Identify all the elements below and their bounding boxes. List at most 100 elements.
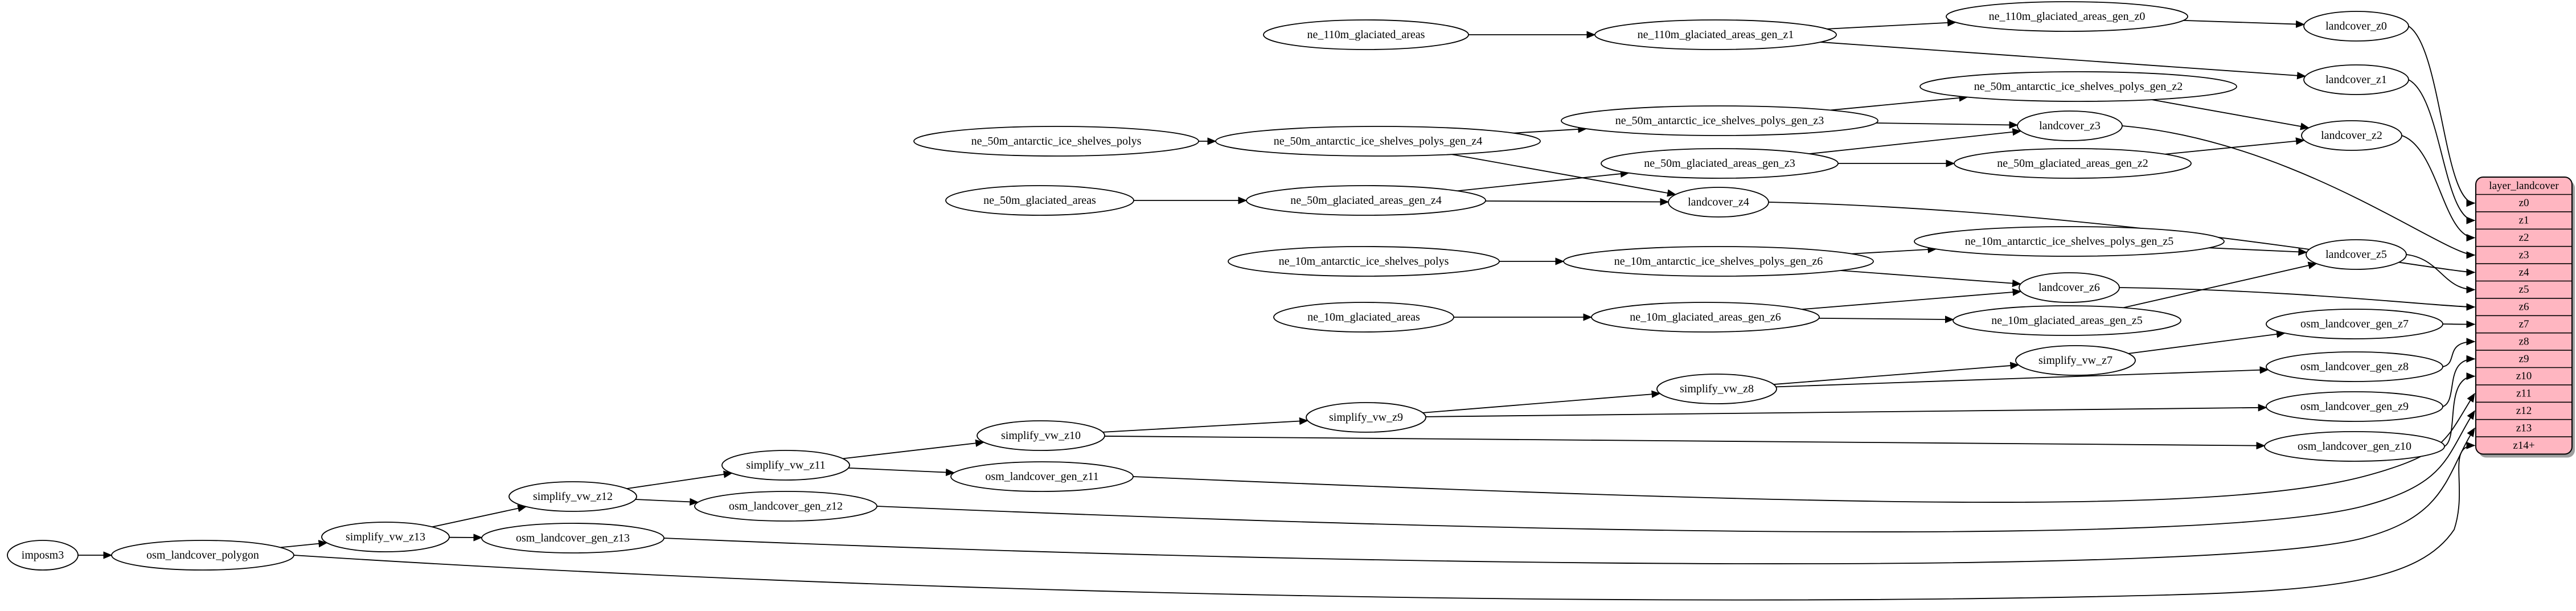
node-ne_50m_antarctic_ice_shelves_polys_gen_z3: ne_50m_antarctic_ice_shelves_polys_gen_z… (1561, 105, 1878, 136)
edge-landcover_z6-to-layer_landcover-z6 (2119, 287, 2476, 311)
table-layer-landcover: layer_landcover z0 z1 z2 z3 z4 z5 z6 z7 z8 z9 z10 z1… (2475, 177, 2575, 458)
node-landcover_z4: landcover_z4 (1668, 187, 1769, 218)
table-row-z4: z4 (2519, 266, 2529, 278)
edge-simplify_vw_z9-to-simplify_vw_z8 (1422, 390, 1661, 413)
edge-ne_10m_antarctic_ice_shelves_polys_gen_z5-to-landcover_z5 (2209, 247, 2308, 256)
table-row-z8: z8 (2519, 335, 2529, 347)
table-row-z3: z3 (2519, 249, 2529, 261)
node-ne_50m_antarctic_ice_shelves_polys: ne_50m_antarctic_ice_shelves_polys (913, 126, 1199, 157)
node-simplify_vw_z8: simplify_vw_z8 (1656, 374, 1777, 404)
node-simplify_vw_z12: simplify_vw_z12 (508, 481, 637, 512)
edge-ne_110m_glaciated_areas_gen_z1-to-ne_110m_glaciated_areas_gen_z0 (1827, 19, 1957, 30)
node-ne_50m_antarctic_ice_shelves_polys_gen_z2: ne_50m_antarctic_ice_shelves_polys_gen_z… (1919, 71, 2237, 102)
edge-osm_landcover_gen_z9-to-layer_landcover-z9 (2442, 355, 2476, 407)
edge-ne_50m_antarctic_ice_shelves_polys_gen_z2-to-landcover_z2 (2151, 99, 2310, 130)
table-row-label: z8 (2519, 335, 2529, 347)
table-row-label: z2 (2519, 232, 2529, 244)
node-landcover_z3: landcover_z3 (2017, 110, 2123, 141)
node-simplify_vw_z7: simplify_vw_z7 (2015, 345, 2136, 376)
node-osm_landcover_gen_z9: osm_landcover_gen_z9 (2266, 391, 2443, 422)
edge-simplify_vw_z11-to-simplify_vw_z10 (843, 439, 985, 460)
table-row-label: z14+ (2513, 440, 2534, 452)
edge-ne_50m_glaciated_areas_gen_z2-to-landcover_z2 (2165, 137, 2305, 155)
table-row-z9: z9 (2519, 353, 2529, 365)
node-osm_landcover_gen_z10: osm_landcover_gen_z10 (2264, 431, 2445, 462)
edge-ne_50m_antarctic_ice_shelves_polys_gen_z3-to-ne_50m_antarctic_ice_shelves_polys_gen_z2 (1830, 94, 1968, 111)
edge-landcover_z3-to-layer_landcover-z3 (2122, 125, 2476, 259)
node-simplify_vw_z13: simplify_vw_z13 (321, 522, 450, 552)
edge-landcover_z5-to-layer_landcover-z5 (2406, 254, 2476, 294)
edge-ne_50m_glaciated_areas_gen_z4-to-landcover_z4 (1485, 198, 1670, 206)
edge-landcover_z4-to-layer_landcover-z4 (1768, 202, 2476, 276)
table-title: layer_landcover (2489, 180, 2559, 192)
node-landcover_z5: landcover_z5 (2306, 239, 2407, 270)
edge-osm_landcover_gen_z13-to-layer_landcover-z13 (663, 427, 2475, 564)
node-osm_landcover_gen_z11: osm_landcover_gen_z11 (950, 461, 1134, 492)
edge-osm_landcover_gen_z7-to-layer_landcover-z7 (2442, 320, 2476, 329)
edge-ne_10m_glaciated_areas_gen_z5-to-landcover_z5 (2123, 261, 2317, 309)
node-landcover_z2: landcover_z2 (2301, 120, 2402, 151)
edge-simplify_vw_z9-to-osm_landcover_gen_z9 (1425, 404, 2267, 417)
table-row-z0: z0 (2519, 197, 2529, 209)
table-row-z12: z12 (2516, 405, 2532, 417)
edge-ne_50m_antarctic_ice_shelves_polys_gen_z4-to-ne_50m_antarctic_ice_shelves_polys_gen_z3 (1513, 125, 1588, 134)
node-osm_landcover_gen_z7: osm_landcover_gen_z7 (2266, 309, 2443, 339)
node-simplify_vw_z11: simplify_vw_z11 (721, 450, 850, 481)
table-row-z1: z1 (2519, 215, 2529, 227)
table-row-z11: z11 (2516, 388, 2532, 400)
table-row-label: z10 (2516, 370, 2532, 382)
node-ne_50m_glaciated_areas: ne_50m_glaciated_areas (945, 185, 1134, 216)
table-row-label: z12 (2516, 405, 2532, 417)
edge-simplify_vw_z12-to-osm_landcover_gen_z12 (635, 498, 699, 506)
node-ne_50m_glaciated_areas_gen_z2: ne_50m_glaciated_areas_gen_z2 (1954, 148, 2192, 179)
table-row-z6: z6 (2519, 301, 2529, 313)
table-row-label: z0 (2519, 197, 2529, 209)
table-row-label: z3 (2519, 249, 2529, 261)
node-landcover_z1: landcover_z1 (2303, 64, 2409, 95)
edge-ne_10m_antarctic_ice_shelves_polys_gen_z6-to-ne_10m_antarctic_ice_shelves_polys_gen_z5 (1851, 245, 1937, 255)
table-row-z7: z7 (2519, 318, 2529, 330)
table-row-z2: z2 (2519, 232, 2529, 244)
table-row-label: z1 (2519, 215, 2529, 227)
table-row-label: z4 (2519, 266, 2529, 278)
table-row-label: z13 (2516, 422, 2532, 434)
edge-simplify_vw_z8-to-simplify_vw_z7 (1773, 362, 2020, 385)
nodes: imposm3 osm_landcover_polygon simplify_vw_… (7, 1, 2445, 571)
node-imposm3: imposm3 (7, 540, 79, 571)
edge-ne_10m_glaciated_areas_gen_z6-to-landcover_z6 (1802, 288, 2022, 310)
node-osm_landcover_polygon: osm_landcover_polygon (111, 540, 294, 571)
edge-ne_110m_glaciated_areas_gen_z1-to-landcover_z1 (1820, 42, 2307, 80)
node-ne_10m_glaciated_areas: ne_10m_glaciated_areas (1273, 302, 1454, 333)
node-simplify_vw_z10: simplify_vw_z10 (977, 420, 1105, 451)
edge-osm_landcover_gen_z12-to-layer_landcover-z12 (876, 410, 2475, 532)
edge-simplify_vw_z13-to-simplify_vw_z12 (432, 505, 527, 528)
edge-ne_50m_antarctic_ice_shelves_polys_gen_z3-to-landcover_z3 (1876, 121, 2019, 129)
edges (78, 19, 2476, 601)
edge-landcover_z1-to-layer_landcover-z1 (2408, 79, 2476, 224)
table-row-label: z6 (2519, 301, 2529, 313)
node-ne_50m_antarctic_ice_shelves_polys_gen_z4: ne_50m_antarctic_ice_shelves_polys_gen_z… (1215, 126, 1541, 157)
edge-simplify_vw_z7-to-osm_landcover_gen_z7 (2128, 330, 2286, 354)
node-ne_10m_antarctic_ice_shelves_polys_gen_z6: ne_10m_antarctic_ice_shelves_polys_gen_z… (1563, 246, 1874, 277)
edge-ne_110m_glaciated_areas_gen_z0-to-landcover_z0 (2183, 19, 2305, 28)
edge-landcover_z0-to-layer_landcover-z0 (2408, 26, 2476, 207)
node-landcover_z6: landcover_z6 (2019, 272, 2120, 303)
node-ne_110m_glaciated_areas_gen_z1: ne_110m_glaciated_areas_gen_z1 (1594, 19, 1837, 50)
edge-osm_landcover_polygon-to-layer_landcover-z14+ (293, 441, 2476, 601)
node-osm_landcover_gen_z13: osm_landcover_gen_z13 (481, 523, 664, 553)
node-ne_10m_antarctic_ice_shelves_polys: ne_10m_antarctic_ice_shelves_polys (1228, 246, 1500, 277)
node-osm_landcover_gen_z8: osm_landcover_gen_z8 (2266, 351, 2443, 382)
node-ne_10m_glaciated_areas_gen_z5: ne_10m_glaciated_areas_gen_z5 (1952, 305, 2181, 336)
edge-simplify_vw_z8-to-osm_landcover_gen_z8 (1775, 366, 2269, 388)
edge-simplify_vw_z10-to-osm_landcover_gen_z10 (1104, 436, 2266, 450)
node-landcover_z0: landcover_z0 (2303, 11, 2409, 42)
node-osm_landcover_gen_z12: osm_landcover_gen_z12 (694, 491, 877, 522)
edge-simplify_vw_z10-to-simplify_vw_z9 (1102, 417, 1308, 433)
node-ne_10m_glaciated_areas_gen_z6: ne_10m_glaciated_areas_gen_z6 (1591, 302, 1820, 333)
edge-osm_landcover_gen_z8-to-layer_landcover-z8 (2442, 338, 2476, 367)
table-row-label: z9 (2519, 353, 2529, 365)
node-ne_110m_glaciated_areas_gen_z0: ne_110m_glaciated_areas_gen_z0 (1946, 1, 2188, 32)
table-row-z5: z5 (2519, 284, 2529, 296)
